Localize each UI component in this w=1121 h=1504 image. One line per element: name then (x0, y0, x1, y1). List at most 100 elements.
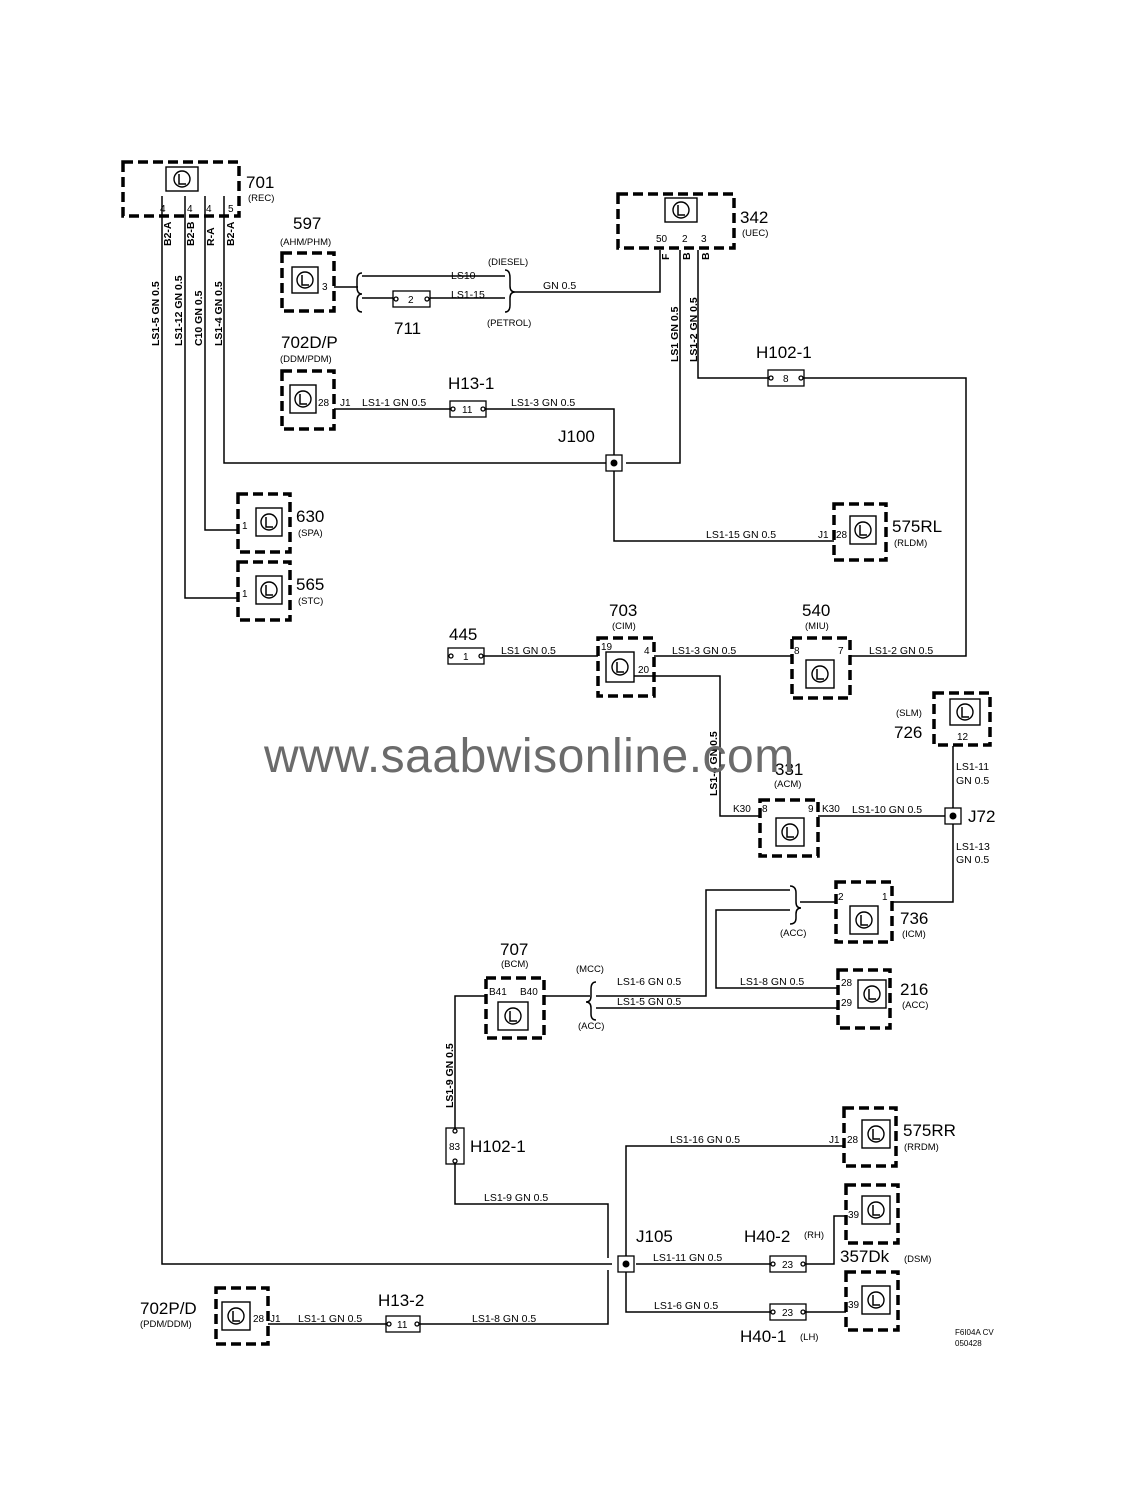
pin: J1 (818, 530, 829, 541)
component-id: 702P/D (140, 1299, 197, 1318)
module-icon (255, 507, 283, 537)
component-name: (SPA) (298, 528, 323, 539)
connector-pin: 23 (782, 1308, 794, 1319)
component-name: (REC) (248, 193, 274, 204)
module-icon (289, 384, 317, 414)
connector-id: H102-1 (470, 1137, 526, 1156)
connector-pin: 11 (397, 1320, 408, 1331)
pin: J1 (340, 398, 351, 409)
wire-ls1-13 (892, 824, 954, 903)
box-597 (280, 251, 336, 313)
wire-ls1-2 (697, 250, 768, 379)
connector-id: H40-1 (740, 1327, 786, 1346)
drawing-code: F6I04A CV (955, 1328, 994, 1337)
pin: 28 (318, 398, 330, 409)
wire-label: LS1-1 GN 0.5 (298, 1313, 362, 1325)
wire-gn05-342 (515, 250, 661, 293)
module-icon (291, 266, 319, 294)
module-icons (165, 166, 981, 1331)
wire-label: LS1-2 GN 0.5 (869, 645, 933, 657)
wire-label: LS1-5 GN 0.5 (150, 281, 162, 346)
connector-pin: 1 (463, 652, 469, 663)
pin: 1 (242, 589, 248, 600)
note-acc: (ACC) (780, 928, 806, 939)
notes: (DIESEL) (PETROL) (ACC) (MCC) (ACC) (487, 257, 806, 1032)
drawing-date: 050428 (955, 1339, 982, 1348)
component-name: (ACC) (902, 1000, 928, 1011)
pin: 28 (841, 978, 853, 989)
wire-ls1-6-b (625, 1270, 770, 1313)
pin-701: 5 (228, 204, 234, 215)
module-icon (255, 575, 283, 605)
pin: J1 (270, 1314, 281, 1325)
connector-side: (LH) (800, 1332, 818, 1343)
wire-color: B2-A (162, 221, 174, 246)
component-id: 342 (740, 208, 768, 227)
component-id: 597 (293, 214, 321, 233)
wire-label: LS1-4 GN 0.5 (708, 731, 720, 796)
component-name: (CIM) (612, 621, 636, 632)
pin: K30 (733, 804, 751, 815)
junction-j72 (944, 807, 962, 825)
pin-numbers: 4 4 4 5 50 2 3 3 28 J1 1 1 J1 28 19 4 20… (160, 204, 969, 1325)
wire-ls1-15-rl (613, 471, 834, 542)
component-name: (STC) (298, 596, 323, 607)
wire-label: LS1-6 GN 0.5 (617, 976, 681, 988)
wire-label: GN 0.5 (543, 280, 576, 292)
wire-color: B2-A (225, 221, 237, 246)
pin: 7 (838, 646, 844, 657)
pin-701: 4 (160, 204, 166, 215)
pin: 28 (253, 1314, 265, 1325)
wire-label: LS1-9 GN 0.5 (444, 1043, 456, 1108)
pin: 39 (848, 1300, 860, 1311)
wire-label: LS1-12 GN 0.5 (173, 275, 185, 346)
pin: 28 (847, 1135, 859, 1146)
wire-label: LS1-15 GN 0.5 (706, 529, 776, 541)
wire-ls1-9-a (454, 995, 486, 1128)
connector-h13-1: 11 (449, 400, 487, 418)
wire-label: LS1-11 GN 0.5 (653, 1252, 722, 1264)
pin: K30 (822, 804, 840, 815)
connector-h40-2: 23 (769, 1255, 807, 1273)
wire-label: LS1-4 GN 0.5 (213, 281, 225, 346)
wire-color: B (681, 252, 693, 260)
box-216 (836, 968, 892, 1030)
component-id: 357Dk (840, 1247, 890, 1266)
component-name: (RLDM) (894, 538, 927, 549)
component-name: (UEC) (742, 228, 768, 239)
wire-label: LS1-2 GN 0.5 (688, 297, 700, 362)
component-name: (RRDM) (904, 1142, 939, 1153)
component-id: 540 (802, 601, 830, 620)
connector-445: 1 (447, 647, 485, 665)
wire-color: F (660, 253, 672, 260)
component-id: 630 (296, 507, 324, 526)
wires (161, 196, 967, 1325)
pin-342: 2 (682, 234, 688, 245)
wire-ls1-12 (184, 196, 238, 599)
pin: 4 (644, 646, 650, 657)
box-701 (121, 160, 241, 218)
bracket-707 (585, 981, 597, 1021)
module-icon (949, 698, 981, 726)
pin: 39 (848, 1210, 860, 1221)
connector-id: 711 (394, 319, 421, 338)
pin: 28 (836, 530, 848, 541)
note-acc: (ACC) (578, 1021, 604, 1032)
module-icon (165, 166, 199, 192)
connector-id: H13-1 (448, 374, 494, 393)
component-name: (AHM/PHM) (280, 237, 331, 248)
wire-labels: LS1-5 GN 0.5 LS1-12 GN 0.5 C10 GN 0.5 LS… (150, 270, 990, 1325)
component-boxes (121, 160, 992, 1346)
pin-342: 3 (701, 234, 707, 245)
component-id: 216 (900, 980, 928, 999)
watermark: www.saabwisonline.com (263, 730, 795, 783)
connector-labels: 711 H13-1 H102-1 H102-1 H13-2 H40-2 (RH)… (378, 319, 995, 1346)
module-icon (849, 905, 879, 935)
wire-h40-2-out (806, 1215, 846, 1265)
junction-id: J105 (636, 1227, 673, 1246)
wire-ls1-2-b (804, 377, 967, 657)
pin: 2 (838, 892, 844, 903)
wire-color-letters: B2-A B2-B R-A B2-A F B B (162, 221, 712, 260)
junctions (605, 454, 962, 1273)
pin-701: 4 (187, 204, 193, 215)
